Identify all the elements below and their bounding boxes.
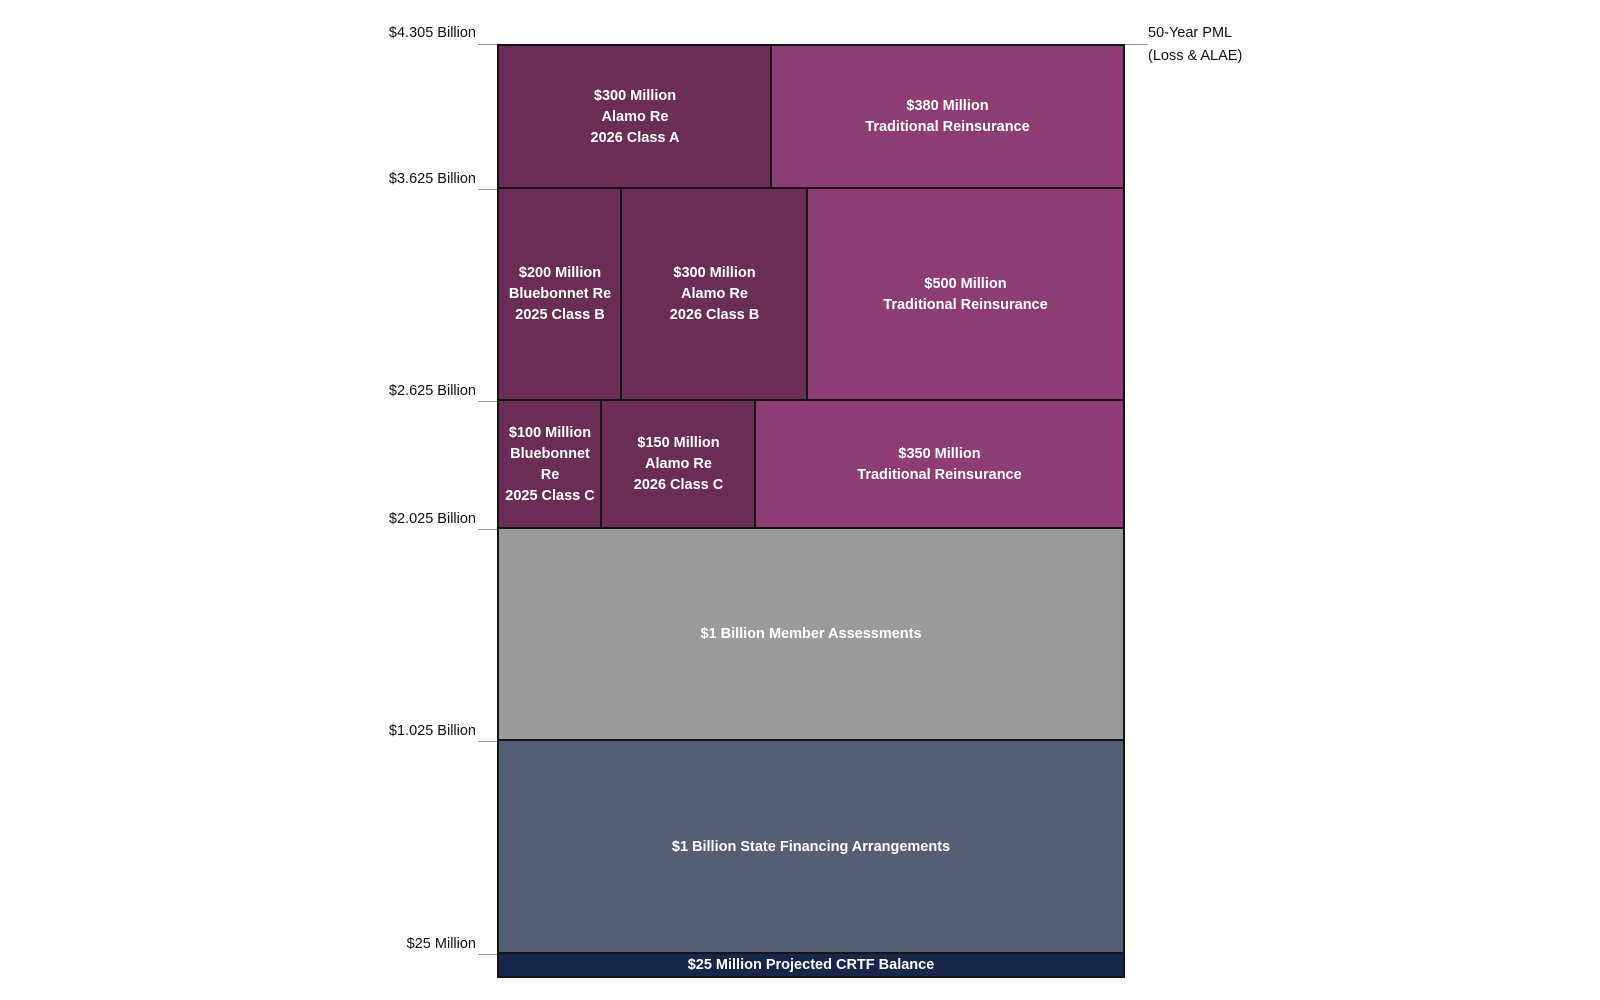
pml-label: 50-Year PML (Loss & ALAE) <box>1148 25 1243 64</box>
layer-label: $350 Million Traditional Reinsurance <box>857 445 1022 483</box>
axis-label-3625b: $3.625 Billion <box>388 171 476 187</box>
layer-label: $150 Million Alamo Re 2026 Class C <box>633 435 724 493</box>
tick-1025b <box>478 741 498 742</box>
layer-alamo-2026-class-c: $150 Million Alamo Re 2026 Class C <box>600 399 757 530</box>
layer-label: $100 Million Bluebonnet Re 2025 Class C <box>505 424 595 504</box>
axis-label-25m: $25 Million <box>406 936 476 952</box>
layer-traditional-380m: $380 Million Traditional Reinsurance <box>770 44 1125 190</box>
tick-3625b <box>478 189 498 190</box>
layer-crtf-balance: $25 Million Projected CRTF Balance <box>497 952 1125 978</box>
layer-bluebonnet-2025-class-b: $200 Million Bluebonnet Re 2025 Class B <box>497 187 623 402</box>
layer-label: $1 Billion State Financing Arrangements <box>671 838 951 855</box>
layer-label: $200 Million Bluebonnet Re 2025 Class B <box>508 265 612 323</box>
layer-label: $300 Million Alamo Re 2026 Class B <box>669 265 760 323</box>
layer-traditional-350m: $350 Million Traditional Reinsurance <box>754 399 1125 530</box>
reinsurance-tower: $300 Million Alamo Re 2026 Class A $380 … <box>497 44 1125 978</box>
axis-label-2625b: $2.625 Billion <box>388 383 476 399</box>
layer-bluebonnet-2025-class-c: $100 Million Bluebonnet Re 2025 Class C <box>497 399 603 530</box>
layer-label: $25 Million Projected CRTF Balance <box>687 957 935 973</box>
tick-25m <box>478 954 498 955</box>
layer-label: $380 Million Traditional Reinsurance <box>865 98 1030 135</box>
layer-label: $1 Billion Member Assessments <box>700 626 922 642</box>
layer-alamo-2026-class-a: $300 Million Alamo Re 2026 Class A <box>497 44 773 190</box>
layer-traditional-500m: $500 Million Traditional Reinsurance <box>806 187 1125 402</box>
tick-2025b <box>478 529 498 530</box>
axis-label-4305b: $4.305 Billion <box>388 25 476 41</box>
axis-label-2025b: $2.025 Billion <box>388 511 476 527</box>
layer-member-assessments: $1 Billion Member Assessments <box>497 527 1125 742</box>
layer-state-financing: $1 Billion State Financing Arrangements <box>497 739 1125 955</box>
tick-4305b-right <box>1124 44 1148 45</box>
tick-4305b <box>478 44 498 45</box>
layer-alamo-2026-class-b: $300 Million Alamo Re 2026 Class B <box>620 187 809 402</box>
layer-label: $500 Million Traditional Reinsurance <box>883 275 1048 313</box>
layer-label: $300 Million Alamo Re 2026 Class A <box>590 87 680 146</box>
axis-label-1025b: $1.025 Billion <box>388 723 476 739</box>
tick-2625b <box>478 401 498 402</box>
